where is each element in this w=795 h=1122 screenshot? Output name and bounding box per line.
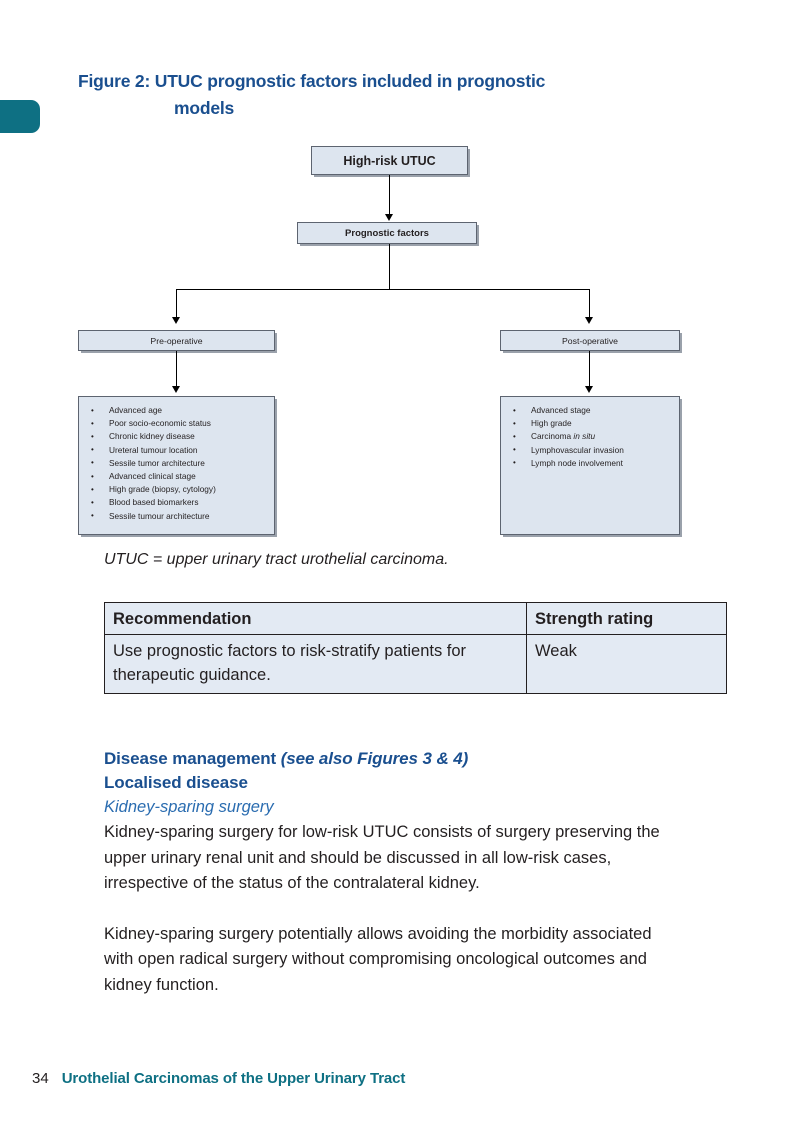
connector-left-arm bbox=[176, 289, 178, 318]
figure-title: Figure 2: UTUC prognostic factors includ… bbox=[78, 68, 678, 122]
list-item-text-italic: in situ bbox=[573, 431, 596, 442]
figure-caption: UTUC = upper urinary tract urothelial ca… bbox=[104, 551, 449, 568]
list-item: Sessile tumour architecture bbox=[87, 509, 270, 523]
arrowhead-to-preoperative bbox=[172, 317, 181, 324]
list-item: Carcinoma in situ bbox=[509, 430, 675, 443]
post-operative-factor-list: Advanced stage High grade Carcinoma in s… bbox=[501, 397, 679, 470]
heading-text-italic: (see also Figures 3 & 4) bbox=[280, 749, 469, 768]
list-item: Blood based biomarkers bbox=[87, 496, 270, 509]
page-number: 34 bbox=[32, 1070, 49, 1087]
node-label: Prognostic factors bbox=[345, 227, 429, 239]
cell-strength: Weak bbox=[526, 634, 727, 694]
connector-prognostic-down bbox=[388, 244, 390, 290]
node-label: Pre-operative bbox=[150, 335, 203, 346]
connector-horizontal-split bbox=[176, 289, 590, 291]
page-edge-tab bbox=[0, 100, 40, 133]
list-item: Advanced clinical stage bbox=[87, 470, 270, 483]
connector-postoperative-to-list bbox=[589, 351, 591, 387]
column-header-strength-rating: Strength rating bbox=[526, 602, 727, 635]
list-item-text: Lymphovascular invasion bbox=[531, 444, 624, 455]
list-item-text: Carcinoma bbox=[531, 431, 574, 442]
column-header-recommendation: Recommendation bbox=[104, 602, 527, 635]
list-item: High grade bbox=[509, 417, 675, 430]
flowchart-node-prognostic-factors: Prognostic factors bbox=[297, 222, 477, 244]
list-item: Ureteral tumour location bbox=[87, 443, 270, 457]
paragraph-1: Kidney-sparing surgery for low-risk UTUC… bbox=[104, 823, 660, 892]
list-item-text: Lymph node involvement bbox=[531, 457, 623, 468]
table-row: Use prognostic factors to risk-stratify … bbox=[104, 634, 727, 694]
paragraph-2: Kidney-sparing surgery potentially allow… bbox=[104, 924, 652, 994]
list-item: Advanced age bbox=[87, 403, 270, 417]
arrowhead-to-preoperative-list bbox=[172, 386, 181, 393]
list-item: Chronic kidney disease bbox=[87, 430, 270, 443]
flowchart-node-post-operative: Post-operative bbox=[500, 330, 680, 351]
heading-localised-disease: Localised disease bbox=[104, 773, 248, 792]
arrowhead-to-prognostic bbox=[384, 214, 393, 221]
heading-disease-management: Disease management (see also Figures 3 &… bbox=[104, 747, 684, 771]
list-item-text: High grade bbox=[531, 418, 572, 429]
list-item: Lymphovascular invasion bbox=[509, 443, 675, 457]
recommendation-table: Recommendation Strength rating Use progn… bbox=[104, 602, 727, 694]
connector-preoperative-to-list bbox=[176, 351, 178, 387]
flowchart-box-post-operative-factors: Advanced stage High grade Carcinoma in s… bbox=[500, 396, 680, 535]
pre-operative-factor-list: Advanced age Poor socio-economic status … bbox=[79, 397, 274, 523]
footer-document-title: Urothelial Carcinomas of the Upper Urina… bbox=[61, 1070, 406, 1087]
node-label: Post-operative bbox=[561, 335, 618, 346]
heading-text: Disease management bbox=[104, 749, 281, 768]
list-item: High grade (biopsy, cytology) bbox=[87, 483, 270, 496]
list-item: Poor socio-economic status bbox=[87, 417, 270, 430]
table-header-row: Recommendation Strength rating bbox=[104, 602, 727, 635]
node-label: High-risk UTUC bbox=[343, 153, 436, 168]
flowchart-box-pre-operative-factors: Advanced age Poor socio-economic status … bbox=[78, 396, 275, 535]
list-item: Advanced stage bbox=[509, 403, 675, 417]
connector-right-arm bbox=[589, 289, 591, 318]
arrowhead-to-postoperative-list bbox=[585, 386, 594, 393]
figure-title-line1: Figure 2: UTUC prognostic factors includ… bbox=[78, 71, 546, 91]
body-content: Disease management (see also Figures 3 &… bbox=[104, 747, 684, 998]
figure-title-line2: models bbox=[174, 98, 235, 118]
list-item-text: Advanced stage bbox=[531, 405, 591, 415]
connector-root-to-prognostic bbox=[388, 175, 390, 215]
list-item: Sessile tumor architecture bbox=[87, 456, 270, 470]
arrowhead-to-postoperative bbox=[585, 317, 594, 324]
cell-recommendation: Use prognostic factors to risk-stratify … bbox=[104, 634, 527, 694]
flowchart-node-high-risk-utuc: High-risk UTUC bbox=[311, 146, 468, 175]
heading-kidney-sparing-surgery: Kidney-sparing surgery bbox=[104, 798, 274, 816]
list-item: Lymph node involvement bbox=[509, 456, 675, 470]
flowchart-node-pre-operative: Pre-operative bbox=[78, 330, 275, 351]
page-footer: 34 Urothelial Carcinomas of the Upper Ur… bbox=[32, 1070, 405, 1087]
